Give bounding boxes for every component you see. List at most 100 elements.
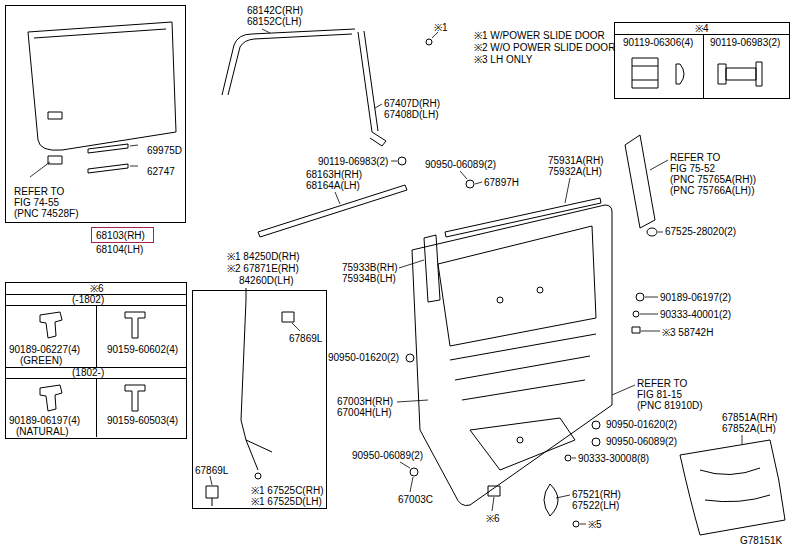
part-outline (88, 144, 128, 153)
callout-number: (PNC 75765A(RH)) (670, 174, 756, 185)
part-number: 90189-06227(4) (9, 344, 80, 355)
callout-number: REFER TO (670, 152, 720, 163)
part-number: 67869L (289, 333, 322, 344)
part-number: (NATURAL) (16, 426, 69, 437)
part-outline (358, 31, 386, 146)
callout-number: ※5 (588, 519, 602, 530)
part-number: ※1 67525D(LH) (251, 496, 322, 507)
leader-line (612, 385, 635, 395)
part-outline (632, 58, 658, 88)
part-outline (700, 468, 770, 502)
part-number: (PNC 74528F) (14, 208, 78, 219)
part-number: ※6 (90, 283, 104, 294)
callout-number: 75932A(LH) (548, 166, 602, 177)
leader-line (375, 104, 382, 108)
table-cell: 90119-06983(2) (703, 34, 789, 98)
fastener-symbol (592, 421, 600, 429)
callout-number: 90950-01620(2) (328, 352, 399, 363)
leader-line (410, 477, 413, 492)
callout-number: 90950-01620(2) (606, 419, 677, 430)
leader-line (335, 192, 340, 204)
fastener-symbol (466, 180, 474, 188)
part-outline (88, 164, 128, 173)
callout-number: 90119-06983(2) (318, 156, 388, 167)
callout-number: 90333-40001(2) (660, 309, 731, 320)
leader-line (391, 161, 397, 162)
part-outline (445, 198, 601, 237)
callout-number: 68164A(LH) (306, 180, 360, 191)
part-outline (206, 486, 218, 506)
part-number: FIG 74-55 (14, 197, 59, 208)
part-number: 90159-60503(4) (107, 415, 178, 426)
callout-number: 68104(LH) (96, 244, 143, 255)
part-outline (241, 288, 272, 452)
part-number: 90119-06983(2) (710, 37, 780, 48)
callout-number: 90950-06089(2) (606, 436, 677, 447)
fastener-symbol (565, 455, 571, 461)
part-outline (450, 334, 596, 470)
callout-number: ※1 (434, 22, 448, 33)
callout-number: 67852A(LH) (722, 423, 776, 434)
leader-line (400, 462, 410, 468)
callout-number: 67407D(RH) (384, 98, 440, 109)
leader-line (397, 400, 428, 402)
leader-line (130, 145, 138, 146)
part-outline (680, 440, 785, 535)
part-outline (48, 156, 62, 164)
part-number: 67869L (195, 465, 228, 476)
callout-number: 67525-28020(2) (665, 226, 736, 237)
fastener-symbol (406, 354, 414, 362)
part-outline (258, 185, 407, 237)
callout-number: FIG 75-52 (670, 163, 715, 174)
fastener-symbol (636, 293, 644, 301)
leader-line (565, 178, 570, 203)
fastener-symbol (573, 521, 579, 527)
part-number: 90119-06306(4) (623, 37, 693, 48)
callout-number: ※2 W/O POWER SLIDE DOOR (474, 42, 615, 53)
fastener-symbol (398, 157, 406, 165)
part-number: 69975D (147, 145, 182, 156)
leader-line (292, 323, 300, 331)
leader-line (399, 260, 424, 268)
fastener-symbol (537, 287, 543, 293)
leader-line (556, 495, 570, 498)
callout-number: 67003H(RH) (337, 396, 393, 407)
part-box: ※1 84250D(RH)※2 67871E(RH)84260D(LH)6786… (192, 290, 327, 509)
part-outline (48, 112, 62, 119)
fastener-symbol (517, 437, 523, 443)
part-outline (40, 312, 62, 338)
callout-number: 90333-30008(8) (578, 453, 649, 464)
part-box: REFER TOFIG 74-55(PNC 74528F)69975D62747 (5, 5, 186, 223)
leader-line (580, 524, 586, 525)
table-cell: 90119-06306(4) (615, 34, 703, 98)
callout-number: ※3 LH ONLY (474, 54, 532, 65)
part-number: (GREEN) (20, 355, 62, 366)
part-number: (-1802) (72, 294, 104, 305)
callout-number: FIG 81-15 (637, 389, 682, 400)
part-outline (625, 135, 655, 228)
grommet-symbol (647, 228, 657, 236)
callout-number: ※6 (486, 513, 500, 524)
part-box: ※490119-06306(4)90119-06983(2) (614, 22, 790, 99)
part-outline (718, 62, 762, 86)
leader-line (572, 458, 576, 459)
part-outline (424, 235, 440, 302)
callout-number: 67408D(LH) (384, 109, 438, 120)
leader-line (640, 314, 658, 315)
part-number: ※2 67871E(RH) (227, 263, 299, 274)
callout-number: G78151K (740, 535, 782, 546)
part-number: (1802-) (72, 367, 104, 378)
part-outline (28, 22, 176, 150)
fastener-symbol (426, 39, 432, 45)
part-number: REFER TO (14, 186, 64, 197)
leader-line (460, 171, 467, 179)
callout-number: 68163H(RH) (306, 169, 362, 180)
leader-line (492, 497, 494, 511)
table-cell: (1802-) (6, 367, 186, 378)
callout-number: (PNC 75766A(LH)) (670, 185, 754, 196)
leader-line (650, 160, 668, 170)
part-number: 68103(RH) (96, 230, 145, 241)
callout-number: (PNC 81910D) (637, 400, 703, 411)
table-cell: 90159-60503(4) (96, 378, 186, 437)
